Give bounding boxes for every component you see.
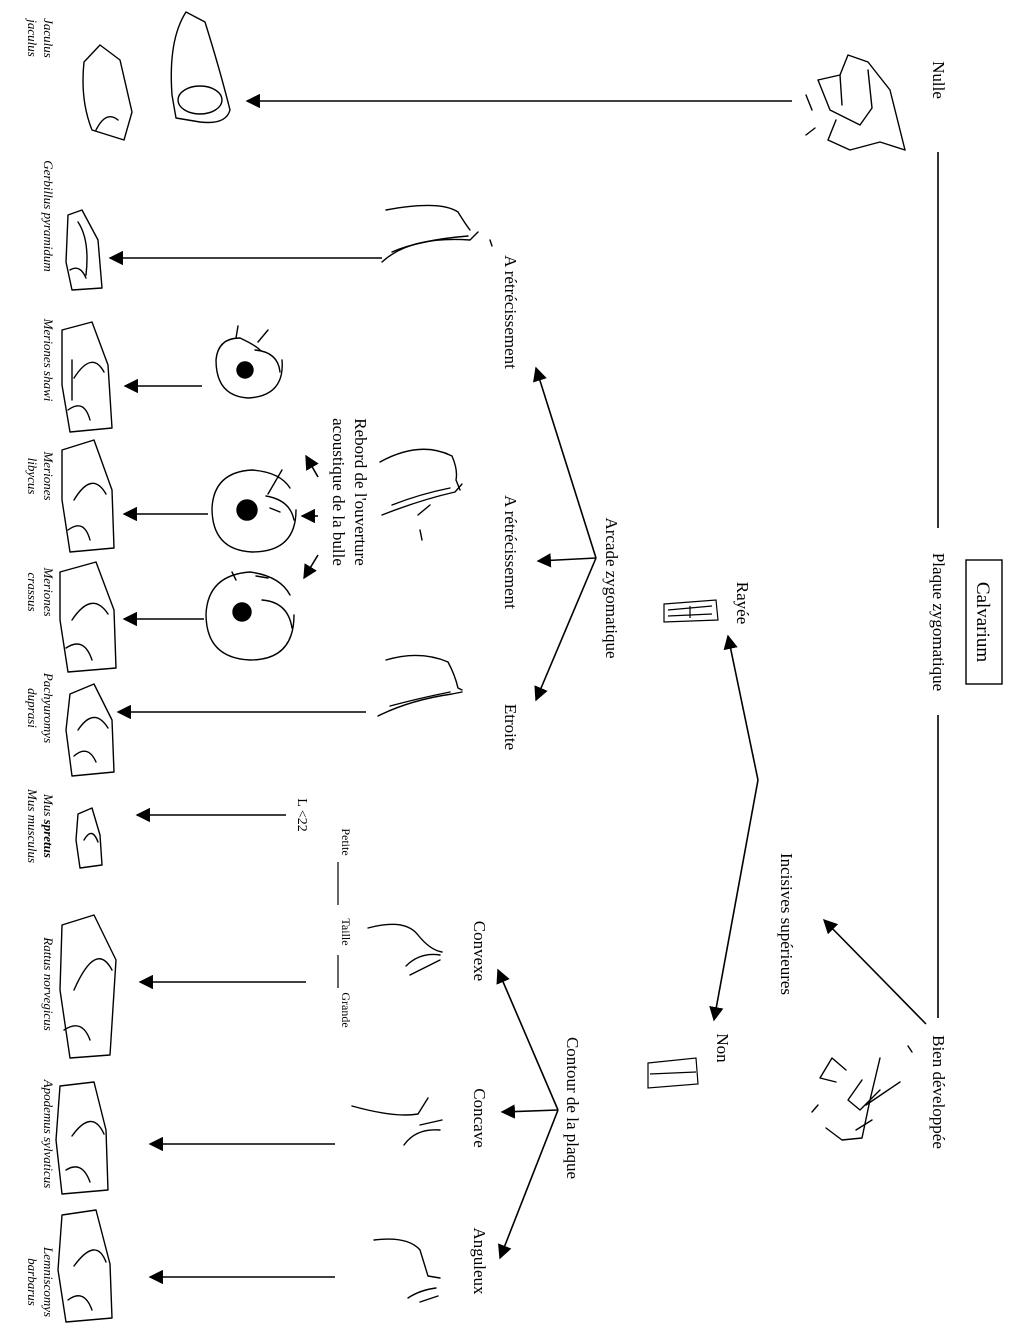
incisives-fork [714, 636, 758, 1020]
skull-meriones-shawi [62, 322, 112, 432]
plaque-zygomatique-bracket: Plaque zygomatique [929, 152, 948, 1018]
concave-label: Concave [470, 1088, 489, 1147]
nulle-label: Nulle [929, 61, 948, 99]
arcade-fork [536, 368, 596, 700]
arch-drawing-2 [380, 449, 462, 540]
bien-developpee-skull-drawing [812, 1046, 912, 1140]
skull-rattus [60, 915, 116, 1058]
species-mus-spretus-epithet: spretus [41, 819, 56, 858]
grande-label: Grande [339, 992, 353, 1027]
species-meriones-crassus-line2: crassus [25, 572, 40, 611]
root-node: Calvarium [966, 560, 1002, 684]
contour-drawing-concave [352, 1098, 442, 1145]
rebord-arrows [302, 456, 318, 578]
taille-label: Taille [339, 918, 353, 945]
species-meriones-shawi: Meriones shawi [41, 318, 56, 402]
species-meriones-libycus-line2: libycus [25, 458, 40, 495]
species-pachyuromys-line2: duprasi [25, 688, 40, 728]
l-22-label: L <22 [294, 798, 309, 831]
incisives-label: Incisives supérieures [777, 853, 796, 995]
contour-drawing-anguleux [374, 1239, 440, 1302]
contour-fork [498, 970, 558, 1258]
bien-developpee-label: Bien développée [929, 1035, 948, 1149]
contour-drawing-convexe [368, 924, 442, 975]
root-label: Calvarium [972, 582, 993, 662]
etroite-label: Etroite [501, 704, 520, 750]
non-label: Non [713, 1033, 732, 1063]
arch-drawing-1 [382, 205, 492, 262]
skull-meriones-libycus [62, 440, 114, 552]
skull-pachyuromys [66, 684, 114, 776]
convexe-label: Convexe [470, 921, 489, 981]
rebord-line1-label: Rebord de l'ouverture [351, 418, 370, 566]
species-mus-spretus-genus: Mus [41, 793, 56, 820]
non-incisor-drawing [648, 1058, 698, 1088]
species-apodemus: Apodemus sylvaticus [41, 1079, 56, 1189]
anguleux-label: Anguleux [470, 1227, 489, 1295]
contour-label: Contour de la plaque [563, 1037, 582, 1179]
species-gerbillus: Gerbillus pyramidum [41, 160, 56, 272]
species-jaculus-line2: jaculus [25, 17, 40, 57]
arch-drawing-3 [378, 655, 462, 716]
nulle-skull-drawing [806, 55, 905, 150]
species-mus-spretus: Mus spretus [41, 793, 56, 858]
rayee-label: Rayée [733, 582, 752, 624]
a-retrecissement-1-label: A rétrécissement [501, 255, 520, 369]
bien-developpee-arrow [824, 920, 926, 1024]
species-rattus: Rattus norvegicus [41, 936, 56, 1031]
skull-meriones-crassus [60, 562, 116, 672]
species-jaculus-line1: Jaculus [41, 18, 56, 58]
bulla-drawing-2 [212, 470, 296, 552]
bulla-drawing-1 [216, 326, 282, 398]
petite-label: Petite [339, 828, 353, 855]
skull-apodemus [56, 1082, 108, 1194]
arcade-zygomatique-label: Arcade zygomatique [602, 517, 621, 658]
rebord-line2-label: acoustique de la bulle [329, 418, 348, 566]
rayee-incisor-drawing [664, 600, 718, 622]
skull-mus [76, 808, 102, 868]
species-pachyuromys-line1: Pachyuromys [41, 672, 56, 743]
bulla-drawing-3 [206, 572, 294, 660]
species-lemniscomys-line1: Lemniscomys [41, 1246, 56, 1317]
skull-gerbillus [66, 210, 102, 290]
skull-jaculus [83, 12, 230, 140]
species-mus-musculus: Mus musculus [25, 788, 40, 863]
species-lemniscomys-line2: barbarus [25, 1258, 40, 1306]
skull-lemniscomys [58, 1210, 112, 1322]
plaque-zygomatique-label: Plaque zygomatique [929, 553, 948, 691]
a-retrecissement-2-label: A rétrécissement [501, 495, 520, 609]
species-meriones-crassus-line1: Meriones [41, 566, 56, 616]
species-meriones-libycus-line1: Meriones [41, 450, 56, 500]
